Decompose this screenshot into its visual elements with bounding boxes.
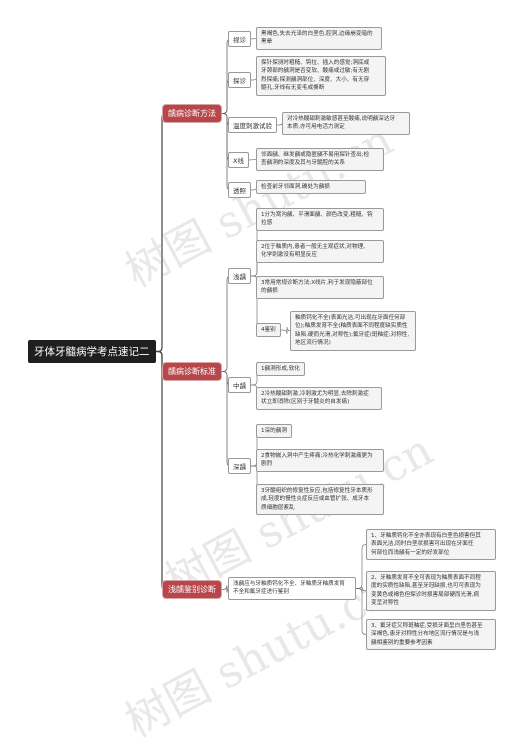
leaf-shallow-differential-detail[interactable]: 釉质钙化不全(表面光洁,可出现在牙面任何部 位);釉质发育不全(釉质表面不同程度… [290,311,416,351]
topic-shallow-caries[interactable]: 浅龋 [228,268,251,284]
leaf-moderate-2[interactable]: 2冷热酸甜刺激,冷刺激尤为明显,去除刺激症 状立即消除(区别于牙髓炎的自发痛) [256,387,382,410]
topic-deep-caries[interactable]: 深龋 [228,458,251,474]
leaf-deep-3[interactable]: 3牙髓组织的修复性反应,包括修复性牙本质形 成,轻度的慢性炎症反应或血管扩张、成… [256,484,384,516]
topic-temperature-test[interactable]: 温度刺激试验 [228,117,277,133]
branch-caries-diagnosis-methods[interactable]: 龋病诊断方法 [163,105,221,122]
leaf-transillumination[interactable]: 检查前牙邻面洞,确处为龋损 [256,180,366,195]
leaf-temperature-test[interactable]: 对冷热酸甜刺激敏感甚至酸痛,说明龋深达牙 本质,亦可用电活力测定 [282,112,410,135]
topic-moderate-caries[interactable]: 中龋 [228,377,251,393]
leaf-shallow-4-differentiation[interactable]: 4鉴别 [256,323,281,338]
leaf-probing[interactable]: 探针探测时粗糙、钩拉、插入的感觉;洞底或 牙颈部的龋洞是否变软、酸痛或过敏;有无… [256,56,386,96]
branch-caries-diagnosis-criteria[interactable]: 龋病诊断标准 [163,363,221,380]
leaf-shallow-1[interactable]: 1分为窝沟龋、平滑面龋、颜色改变,粗糙、钩 拉感 [256,208,384,231]
branch-shallow-caries-differential[interactable]: 浅龋鉴别诊断 [163,581,221,598]
leaf-differential-2[interactable]: 2、牙釉质发育不全可表现为釉质表面不同程 度的实质性缺陷,甚至牙冠缺损,也可可表… [366,571,496,611]
mindmap-canvas: 树图 shutu.cn 树图 shutu.cn 树图 shutu.cn 牙体牙髓… [28,27,496,748]
topic-inspection[interactable]: 视诊 [228,31,251,47]
leaf-differential-1[interactable]: 1、牙釉质钙化不全亦表现有白垩色损害但其 表面光洁,同时白垩状损害可出现在牙面任… [366,529,496,561]
topic-probing[interactable]: 探诊 [228,72,251,88]
leaf-differential-3[interactable]: 3、氟牙症又称斑釉症,受损牙面呈白垩色甚至 深褐色,患牙对称性分布地区流行情况是… [366,619,496,651]
leaf-inspection[interactable]: 黑褐色,失去光泽的白垩色,腔洞,边缘崩变暗的 黑晕 [256,27,382,50]
leaf-deep-1[interactable]: 1深的龋洞 [256,424,292,439]
root-topic[interactable]: 牙体牙髓病学考点速记二 [28,340,156,363]
leaf-moderate-1[interactable]: 1龋洞形成,软化 [256,362,305,377]
leaf-xray[interactable]: 邻面龋、继发龋或隐匿龋不易用探针查出;检 查龋洞的深度及其与牙髓腔的关系 [256,148,384,171]
topic-differential-summary[interactable]: 浅龋应与牙釉质钙化不全、牙釉质牙釉质发育 不全和氟牙症进行鉴别 [228,577,356,600]
leaf-deep-2[interactable]: 2食物嵌入洞中产生疼痛;冷热化学刺激痛更为 剧烈 [256,449,384,472]
leaf-shallow-3[interactable]: 3常用常规诊断方法;X线片,利于发现隐蔽部位 的龋损 [256,276,384,299]
topic-xray[interactable]: X线 [228,152,249,168]
leaf-shallow-2[interactable]: 2位于釉质内,患者一般无主观症状,对物理、 化学刺激没有明显反应 [256,240,384,263]
topic-transillumination[interactable]: 透照 [228,182,251,198]
